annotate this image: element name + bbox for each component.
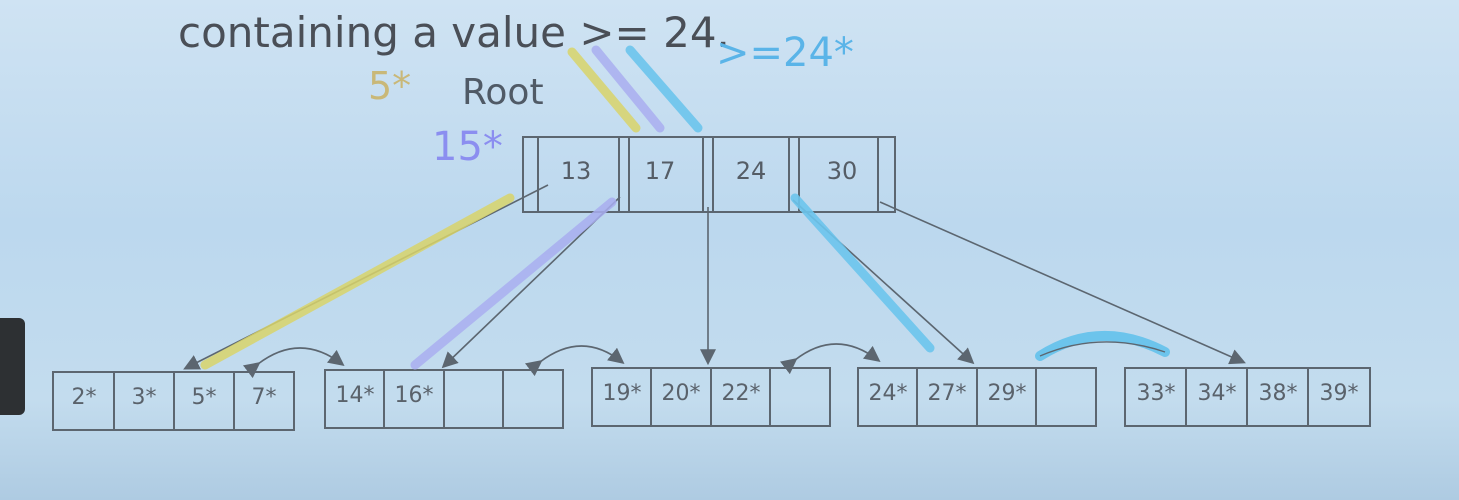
leaf-nodes	[52, 367, 1371, 431]
leaf-node-3	[591, 367, 831, 427]
side-panel-tab[interactable]	[0, 318, 25, 415]
leaf-3-entry-2: 20*	[661, 381, 701, 406]
leaf-5-entry-1: 33*	[1136, 381, 1176, 406]
leaf-node-1	[52, 371, 295, 431]
leaf-2-entry-2: 16*	[394, 383, 434, 408]
search-path-24	[625, 45, 935, 353]
root-key-3: 24	[735, 157, 767, 185]
leaf-node-5	[1124, 367, 1371, 427]
leaf-5-entry-2: 34*	[1197, 381, 1237, 406]
leaf-1-entry-2: 3*	[131, 385, 157, 410]
leaf-node-2	[324, 369, 564, 429]
root-label: Root	[462, 72, 544, 113]
sibling-links	[242, 343, 881, 379]
search-path-5	[200, 47, 641, 370]
root-key-4: 30	[826, 157, 858, 185]
slide-title-line: containing a value >= 24.	[178, 8, 730, 57]
search-path-15	[410, 45, 665, 370]
annotation-5: 5*	[368, 64, 412, 108]
leaf-2-entry-1: 14*	[335, 383, 375, 408]
root-key-2: 17	[644, 157, 676, 185]
leaf-3-entry-3: 22*	[721, 381, 761, 406]
leaf-1-entry-3: 5*	[191, 385, 217, 410]
leaf-4-entry-3: 29*	[987, 381, 1027, 406]
annotation-15: 15*	[432, 124, 503, 170]
root-key-1: 13	[560, 157, 592, 185]
sibling-link-highlighted	[1035, 331, 1170, 361]
leaf-node-4	[857, 367, 1097, 427]
leaf-4-entry-1: 24*	[868, 381, 908, 406]
annotation-ge-24: >=24*	[716, 30, 854, 76]
leaf-4-entry-2: 27*	[927, 381, 967, 406]
leaf-1-entry-1: 2*	[71, 385, 97, 410]
leaf-3-entry-1: 19*	[602, 381, 642, 406]
leaf-5-entry-4: 39*	[1319, 381, 1359, 406]
leaf-5-entry-3: 38*	[1258, 381, 1298, 406]
leaf-1-entry-4: 7*	[251, 385, 277, 410]
